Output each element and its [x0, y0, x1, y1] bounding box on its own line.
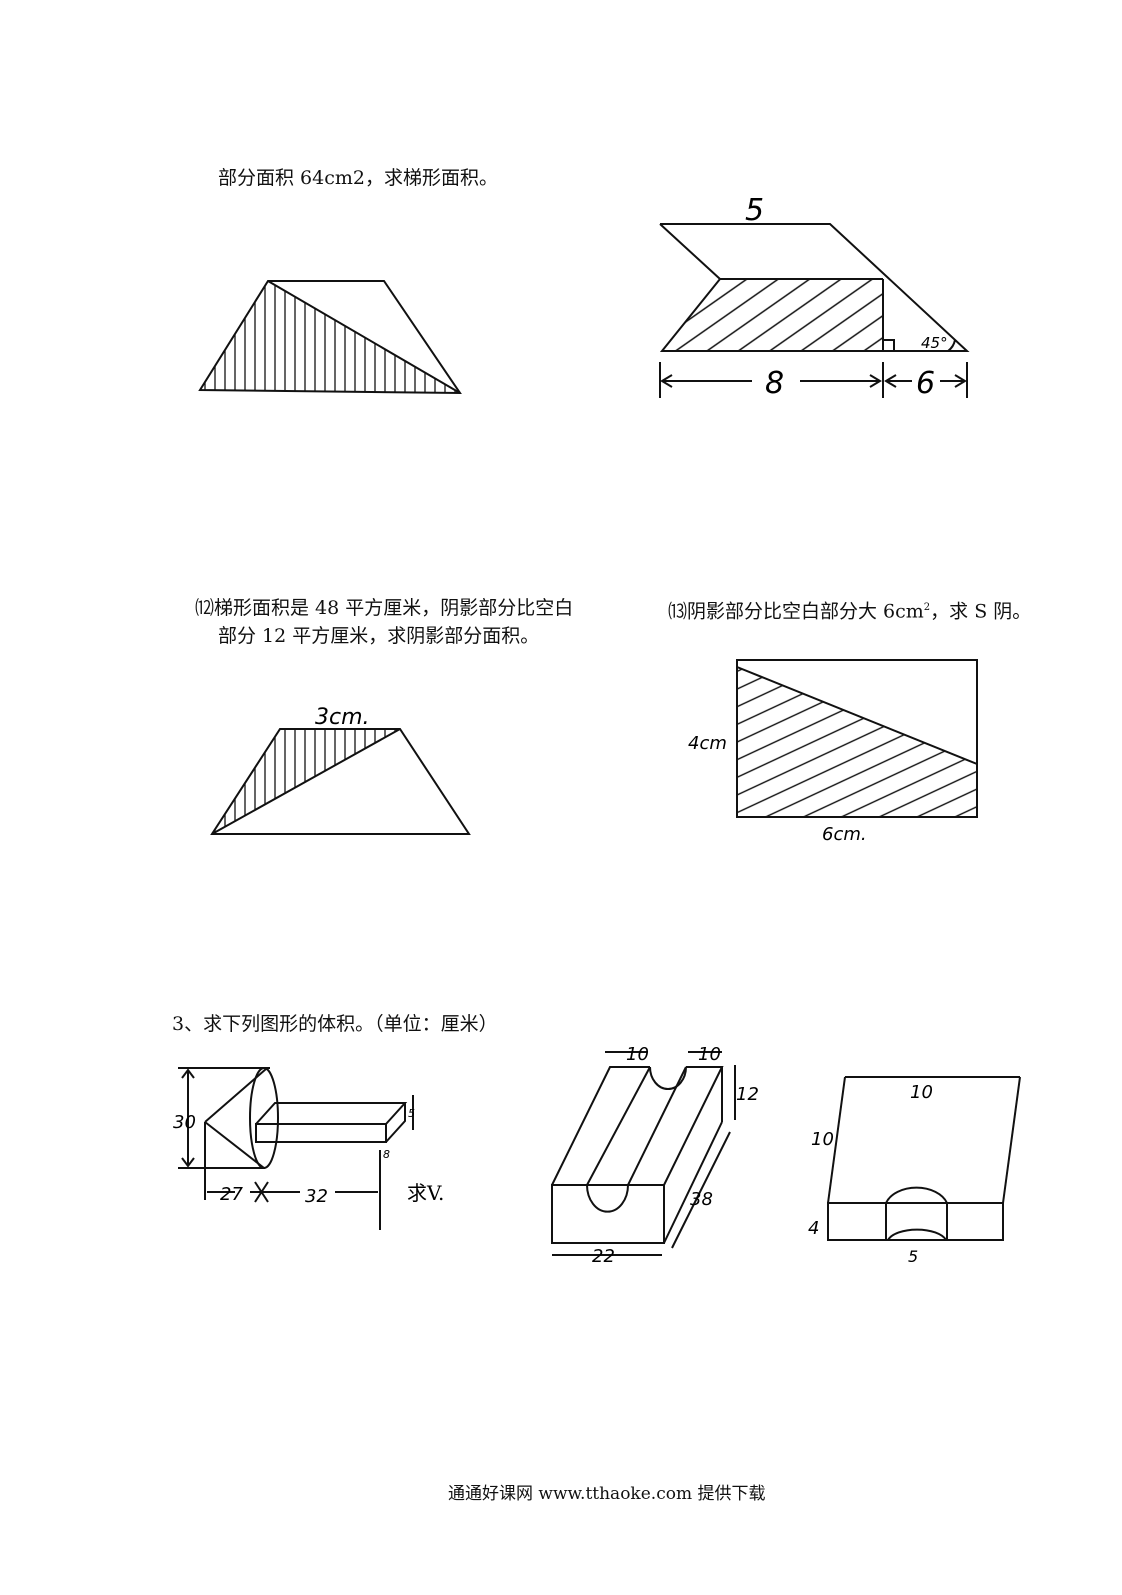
label-8: 8 [383, 1148, 390, 1161]
rectangle-figure-13 [736, 659, 978, 818]
problem-13-text-end: ，求 S 阴。 [930, 600, 1032, 623]
label-width-22: 22 [592, 1246, 615, 1267]
label-bottom-8: 8 [765, 366, 784, 401]
label-height-4: 4 [808, 1218, 819, 1239]
label-height-12: 12 [736, 1084, 759, 1105]
label-arc-5: 5 [908, 1247, 918, 1266]
trapezoid-figure-12 [210, 728, 471, 835]
parallelogram-figure [659, 223, 970, 398]
label-angle-45: 45° [921, 334, 948, 352]
label-32: 32 [305, 1186, 328, 1207]
label-4cm: 4cm [688, 733, 727, 754]
problem-11-text: 部分面积 64cm2，求梯形面积。 [218, 167, 498, 189]
problem-12-line1: ⑿梯形面积是 48 平方厘米，阴影部分比空白 [195, 597, 574, 619]
volume-figure-1 [178, 1067, 414, 1230]
label-groove-10-right: 10 [698, 1044, 721, 1065]
problem-13-text-main: ⒀阴影部分比空白部分大 6cm [668, 600, 924, 623]
footer-text: 通通好课网 www.tthaoke.com 提供下载 [448, 1484, 766, 1504]
label-5: 5 [408, 1107, 415, 1120]
problem-13-text: ⒀阴影部分比空白部分大 6cm2，求 S 阴。 [668, 594, 1031, 625]
label-side-10: 10 [811, 1129, 834, 1150]
trapezoid-figure-11 [198, 280, 462, 395]
label-bottom-6: 6 [916, 366, 935, 401]
label-3cm: 3cm. [315, 705, 370, 730]
volume-figure-2 [551, 1051, 736, 1256]
section-3-heading: 3、求下列图形的体积。（单位：厘米） [172, 1013, 498, 1035]
problem-13-sup: 2 [923, 602, 931, 613]
label-ask-v: 求V. [407, 1181, 444, 1205]
label-top-5: 5 [745, 193, 764, 228]
label-30: 30 [173, 1112, 196, 1133]
volume-figure-3 [827, 1076, 1021, 1241]
label-depth-38: 38 [690, 1189, 713, 1210]
label-groove-10-left: 10 [626, 1044, 649, 1065]
label-top-10: 10 [910, 1082, 933, 1103]
label-6cm: 6cm. [822, 824, 867, 845]
problem-12-line2: 部分 12 平方厘米，求阴影部分面积。 [218, 625, 540, 647]
label-27: 27 [220, 1184, 243, 1205]
